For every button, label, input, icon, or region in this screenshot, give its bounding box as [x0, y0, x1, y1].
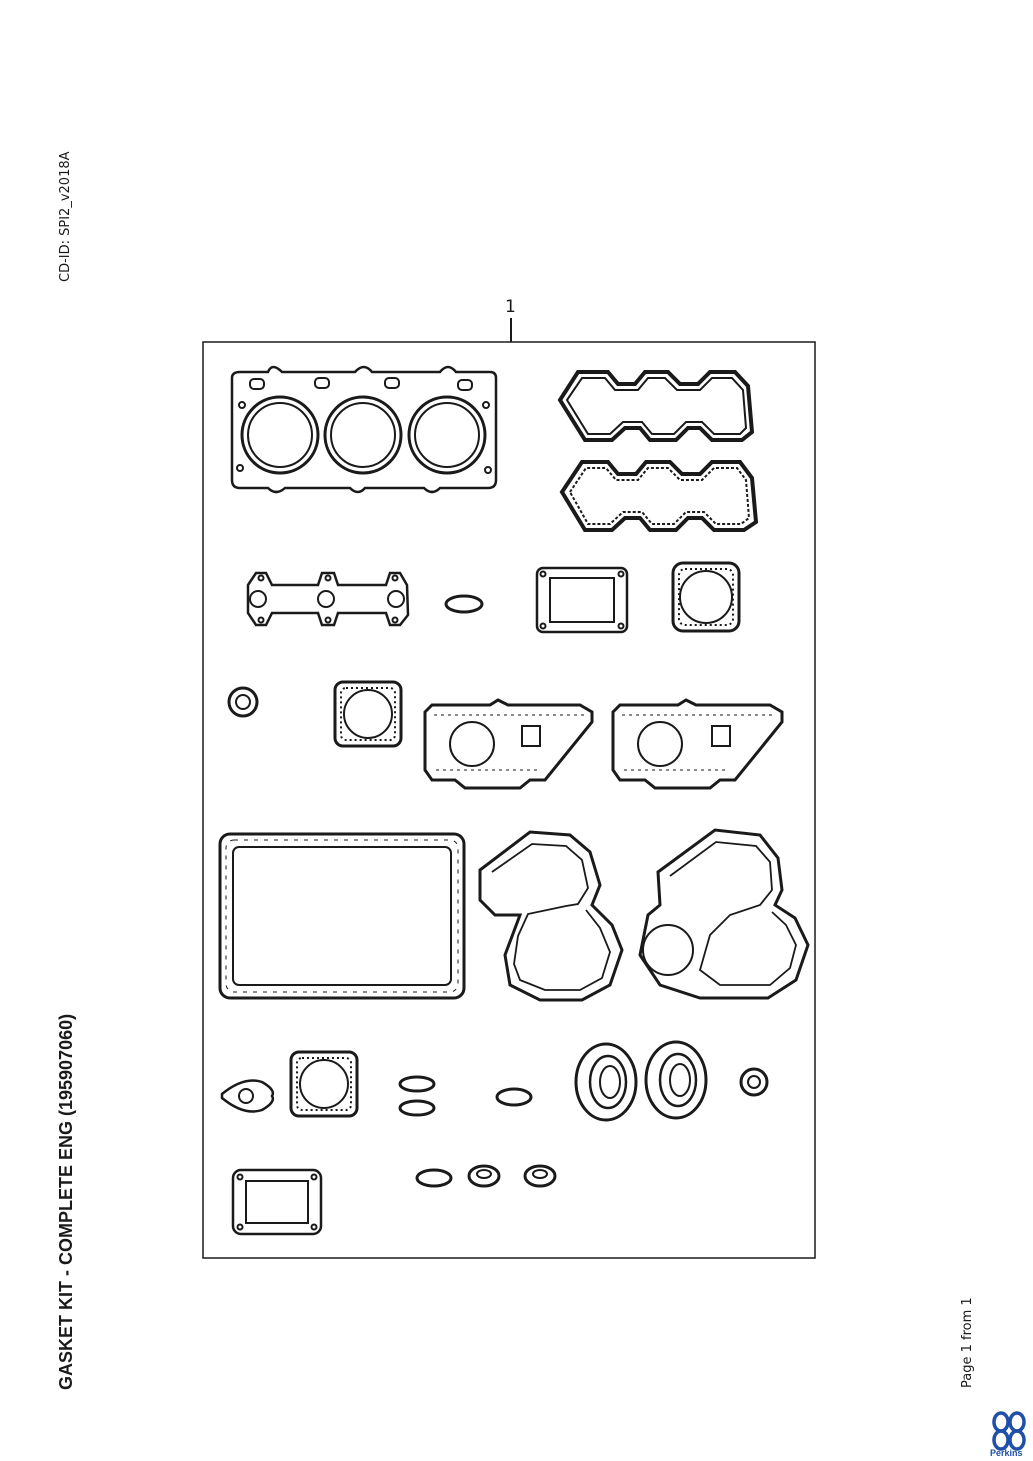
cylinder-head-gasket [230, 365, 498, 494]
crankshaft-seal-left [574, 1042, 638, 1122]
rocker-cover-gasket-lower [559, 460, 759, 532]
o-ring [495, 1087, 533, 1107]
o-ring [415, 1168, 453, 1188]
crankshaft-seal-right [644, 1040, 708, 1120]
timing-gasket-right [611, 698, 784, 790]
o-ring [444, 594, 484, 614]
timing-gasket-left [423, 698, 594, 790]
square-port-gasket [671, 561, 741, 633]
valve-stem-seal [467, 1164, 501, 1188]
perkins-logo-text: Perkins [990, 1448, 1023, 1458]
cover-plate-gasket [231, 1168, 323, 1236]
valve-stem-seal [523, 1164, 557, 1188]
square-flange-gasket [289, 1050, 359, 1118]
rocker-cover-gasket-upper [557, 370, 755, 442]
perkins-logo-icon [992, 1411, 1026, 1451]
timing-case-gasket-left [478, 830, 624, 1002]
small-seal [739, 1067, 769, 1097]
small-seal [227, 686, 259, 718]
o-ring [398, 1099, 436, 1117]
manifold-gasket [246, 571, 410, 627]
oval-flange-gasket [220, 1079, 275, 1113]
callout-number: 1 [505, 297, 516, 317]
flange-gasket [333, 680, 403, 748]
diagram-frame [202, 341, 816, 1259]
rectangular-gasket [535, 566, 629, 634]
sump-gasket [218, 832, 466, 1000]
timing-case-gasket-right [638, 828, 810, 1000]
o-ring [398, 1075, 436, 1093]
